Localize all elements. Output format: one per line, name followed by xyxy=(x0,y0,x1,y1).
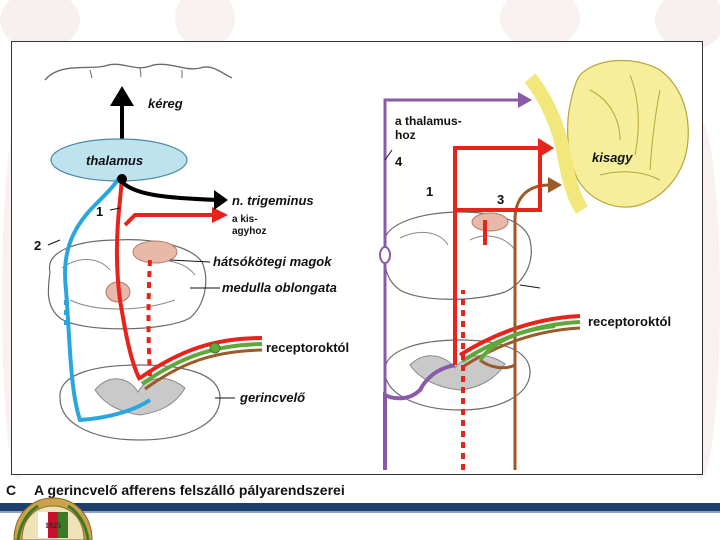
label-number-2-left: 2 xyxy=(34,238,41,253)
red-pathway-right-1 xyxy=(453,140,542,365)
figure-caption: C A gerincvelő afferens felszálló pályare… xyxy=(6,482,345,502)
trigeminus-path xyxy=(120,180,219,202)
label-a-thalamushoz-1: a thalamus- xyxy=(395,114,462,128)
label-receptoroktol-right: receptoroktól xyxy=(588,314,671,329)
red-pathway-1 xyxy=(115,177,142,381)
blue-pathway-2 xyxy=(63,176,152,423)
label-a-thalamushoz-2: hoz xyxy=(395,128,416,142)
label-receptoroktol-left: receptoroktól xyxy=(266,340,349,355)
label-gerincvelo: gerincvelő xyxy=(239,390,306,405)
footer-bar xyxy=(0,503,720,511)
label-a-kisagyhoz-2: agyhoz xyxy=(232,226,266,237)
caption-title: A gerincvelő afferens felszálló pályaren… xyxy=(34,482,345,498)
label-n-trigeminus: n. trigeminus xyxy=(232,193,314,208)
medulla-oblongata-right xyxy=(383,211,532,300)
caption-letter: C xyxy=(6,482,17,498)
label-number-1-left: 1 xyxy=(96,204,103,219)
label-number-3-right: 3 xyxy=(497,192,504,207)
cerebellum-shape xyxy=(567,59,689,208)
cortex-outline xyxy=(44,63,233,81)
label-number-1-right: 1 xyxy=(426,184,433,199)
label-kisagy: kisagy xyxy=(592,150,633,165)
purple-pathway-4 xyxy=(383,363,456,470)
label-a-kisagyhoz-1: a kis- xyxy=(232,214,258,225)
emblem-year: 1925 xyxy=(45,521,61,530)
university-emblem-icon: 1925 xyxy=(13,497,93,540)
label-medulla-oblongata: medulla oblongata xyxy=(222,280,337,295)
dorsal-column-nucleus-left xyxy=(132,240,178,264)
label-kereg: kéreg xyxy=(148,96,183,111)
label-thalamus: thalamus xyxy=(86,153,143,168)
label-hatsokotegi-magok: hátsókötegi magok xyxy=(213,254,332,269)
brown-pathway-3 xyxy=(513,183,551,470)
label-number-4-right: 4 xyxy=(395,154,403,169)
medulla-oblongata-left xyxy=(47,239,207,330)
footer-thin-line xyxy=(0,511,720,513)
